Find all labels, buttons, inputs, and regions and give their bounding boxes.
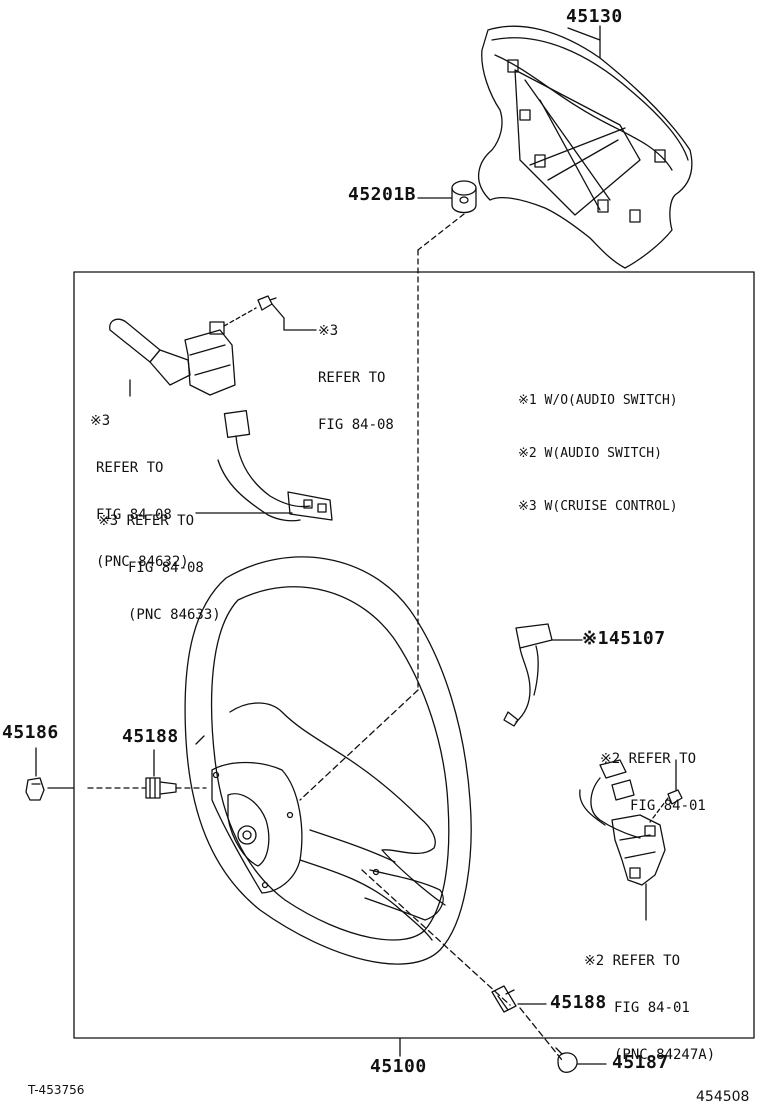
ref-line: (PNC 84633) [128,607,221,623]
legend-item: ※1 W/O(AUDIO SWITCH) [518,393,678,408]
ref-note-upper-bolt: ※3 REFER TO FIG 84-08 [318,294,394,463]
bolt-45188-left [145,777,177,799]
ref-line: FIG 84-08 [128,560,204,576]
ref-note-audio-top: ※2 REFER TO FIG 84-01 [600,722,706,844]
steering-wheel-45100 [184,556,472,965]
ref-line: FIG 84-08 [96,507,172,523]
ref-line: ※2 REFER TO [600,751,697,767]
cruise-wire-harness [217,409,333,522]
legend-item: ※3 W(CRUISE CONTROL) [518,499,678,514]
ref-line: ※3 [318,323,339,339]
ref-line: ※3 REFER TO [98,513,195,529]
figure-code-left: T-453756 [28,1083,85,1097]
screw-upper [257,295,277,311]
ref-line: (PNC 84247A) [614,1047,716,1063]
ref-note-audio-bottom: ※2 REFER TO FIG 84-01 (PNC 84247A) [584,924,715,1093]
ref-line: REFER TO [96,460,164,476]
clip-45186 [25,777,45,801]
part-number-45188-left: 45188 [122,726,179,747]
part-number-45201b: 45201B [348,184,417,205]
ref-note-wire: ※3 REFER TO FIG 84-08 (PNC 84633) [98,484,221,653]
airbag-pad-45130 [478,25,693,269]
legend-item: ※2 W(AUDIO SWITCH) [518,446,662,461]
ref-line: FIG 84-08 [318,417,394,433]
figure-code-right: 454508 [696,1089,750,1105]
ref-line: FIG 84-01 [614,1000,690,1016]
part-number-45130: 45130 [566,6,623,27]
legend: ※1 W/O(AUDIO SWITCH) ※2 W(AUDIO SWITCH) … [518,358,678,549]
bushing-45201b [451,180,477,214]
part-number-45188-bottom: 45188 [550,992,607,1013]
cruise-control-switch [109,318,236,396]
part-number-45186: 45186 [2,722,59,743]
ref-note-lever: ※3 REFER TO FIG 84-08 (PNC 84632) [90,384,189,600]
part-number-45107: ※145107 [582,628,666,649]
audio-switch-assembly [579,759,666,886]
screw-audio [667,789,683,805]
ref-line: ※3 [90,413,111,429]
part-number-45187: 45187 [612,1052,669,1073]
ref-line: (PNC 84632) [96,554,189,570]
assembly-frame [73,271,755,1039]
bolt-45188-bottom [491,985,517,1013]
cap-45187 [555,1047,578,1073]
ref-line: FIG 84-01 [630,798,706,814]
ref-line: REFER TO [318,370,386,386]
connector-45107 [503,623,553,727]
ref-line: ※2 REFER TO [584,953,681,969]
part-number-45100: 45100 [370,1056,427,1077]
